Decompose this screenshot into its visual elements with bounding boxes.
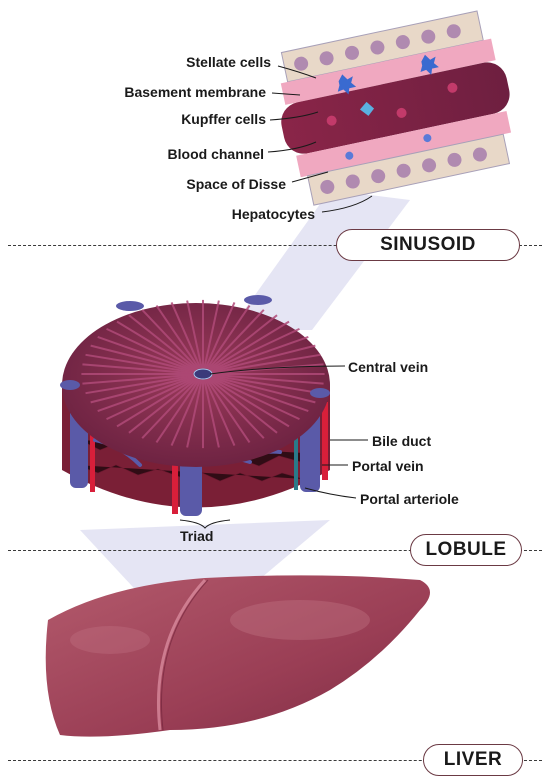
hepatic-cord <box>211 376 309 412</box>
label-stellate-cells: Stellate cells <box>186 54 271 70</box>
hepatic-cord <box>212 353 321 374</box>
hepatic-cord <box>141 309 199 370</box>
hepatic-cord <box>106 327 196 372</box>
hepatic-cord <box>155 378 201 444</box>
divider-sinusoid <box>8 245 542 246</box>
hepatic-cord <box>211 344 316 373</box>
hepatic-cord <box>128 314 198 371</box>
hepatic-cord <box>208 377 278 434</box>
hepatic-cord <box>170 379 202 446</box>
zoom-beam-lobule-sinusoid <box>230 190 410 330</box>
label-central-vein: Central vein <box>348 359 429 375</box>
hepatic-cord <box>128 377 198 434</box>
divider-liver <box>8 760 542 761</box>
hepatic-cord <box>82 363 194 375</box>
label-kupffer-cells: Kupffer cells <box>181 111 266 127</box>
hepatic-cord <box>207 309 265 370</box>
stellate-cell <box>337 54 439 95</box>
hepatic-cord <box>211 375 316 404</box>
hepatic-cord <box>212 374 321 395</box>
section-badge-lobule: LOBULE <box>410 534 522 566</box>
hepatic-cord <box>209 377 290 428</box>
hepatic-cord <box>82 373 194 385</box>
hepatic-cord <box>155 304 201 370</box>
hepatic-cord <box>212 373 324 385</box>
hepatic-cord <box>170 302 202 369</box>
hepatic-cord <box>116 320 197 371</box>
hepatic-cord <box>205 304 251 370</box>
hepatic-cord <box>203 379 220 448</box>
hepatic-cord <box>116 377 197 428</box>
hepatic-cord <box>90 344 195 373</box>
hepatic-cord <box>186 379 203 448</box>
section-badge-liver: LIVER <box>423 744 523 776</box>
hepatic-cord <box>204 302 236 369</box>
hepatocyte-row-top <box>280 10 484 83</box>
label-space-of-disse: Space of Disse <box>186 176 286 192</box>
hepatic-cord <box>211 336 309 372</box>
central-vein <box>193 368 213 380</box>
liver-illustration <box>45 575 430 737</box>
hepatic-cord <box>204 379 236 446</box>
hepatic-cord <box>106 376 196 421</box>
hepatic-cord <box>85 353 194 374</box>
hepatic-cord <box>210 327 300 372</box>
hepatic-cord <box>97 376 195 412</box>
divider-lobule <box>8 550 542 551</box>
label-portal-vein: Portal vein <box>352 458 424 474</box>
hepatocyte-row-bottom <box>306 133 511 206</box>
sinusoid-illustration <box>280 10 512 206</box>
hepatic-cord <box>208 314 278 371</box>
lobule-leaders <box>179 365 368 529</box>
hepatic-cord <box>210 376 300 421</box>
section-badge-sinusoid: SINUSOID <box>336 229 520 261</box>
hepatic-cords <box>81 299 325 449</box>
hepatic-cord <box>186 300 203 369</box>
hepatic-cord <box>90 375 195 404</box>
hepatic-cord <box>203 300 220 369</box>
label-basement-membrane: Basement membrane <box>124 84 266 100</box>
hepatic-cord <box>205 378 251 444</box>
label-portal-arteriole: Portal arteriole <box>360 491 459 507</box>
zoom-beam-liver-lobule <box>80 520 330 600</box>
hepatic-cord <box>209 320 290 371</box>
hepatic-cord <box>207 378 265 439</box>
label-triad: Triad <box>180 528 214 544</box>
hepatic-cord <box>97 336 195 372</box>
label-hepatocytes: Hepatocytes <box>231 206 315 222</box>
hepatic-cord <box>85 374 194 395</box>
label-blood-channel: Blood channel <box>167 146 264 162</box>
sinusoid-leaders <box>267 65 373 213</box>
lobule-illustration <box>60 295 330 516</box>
label-bile-duct: Bile duct <box>372 433 432 449</box>
hepatic-cord <box>141 378 199 439</box>
